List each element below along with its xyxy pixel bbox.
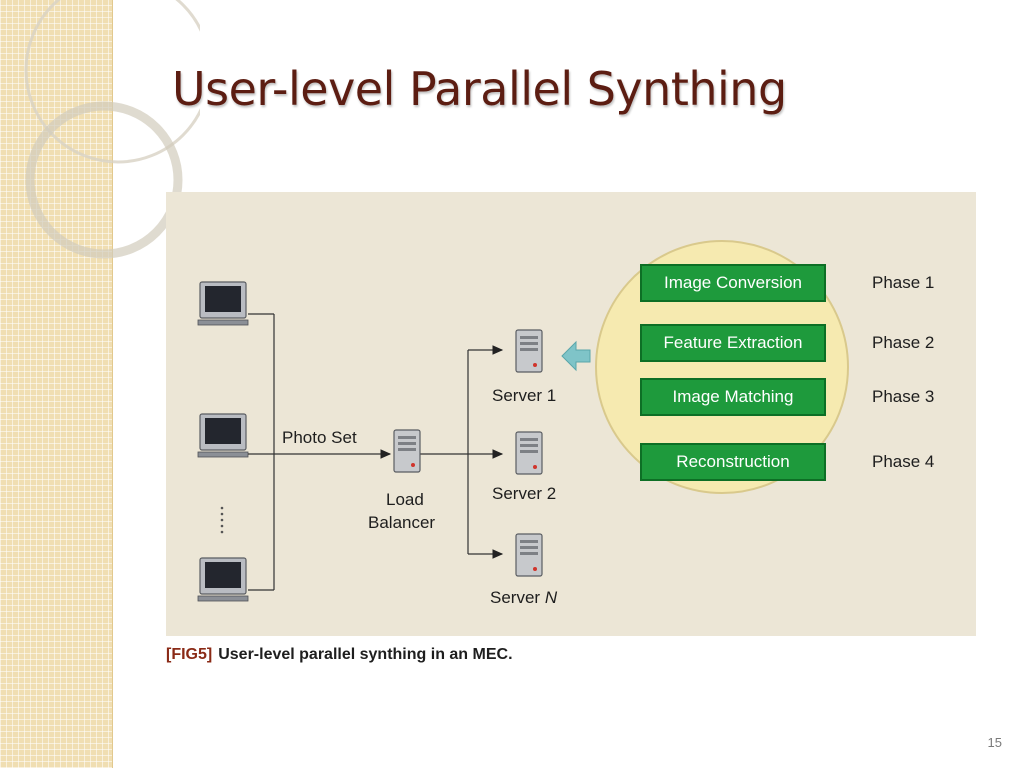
load-balancer-server-icon <box>393 429 421 473</box>
server-n-icon <box>515 533 543 577</box>
diagram-lines <box>197 240 849 602</box>
decorative-circles <box>24 0 200 259</box>
caption-tag: [FIG5] <box>166 646 213 663</box>
server-n-label-prefix: Server <box>490 588 541 607</box>
server-1-icon <box>515 329 543 373</box>
vertical-ellipsis-icon <box>220 506 224 534</box>
server-n-label-suffix: N <box>544 588 558 607</box>
phase-label-1: Phase 1 <box>872 273 935 292</box>
client-monitor-icon <box>197 557 249 602</box>
page-title: User-level Parallel Synthing <box>172 62 787 116</box>
photo-set-label: Photo Set <box>282 428 357 447</box>
figure-diagram: Photo Set Load Balancer Server 1 Server … <box>166 192 976 636</box>
phase-box-reconstruction: Reconstruction <box>640 443 826 481</box>
phase-circle <box>595 240 849 494</box>
caption-text: User-level parallel synthing in an MEC. <box>218 646 513 663</box>
client-monitor-icon <box>197 281 249 326</box>
phase-label-4: Phase 4 <box>872 452 935 471</box>
server-2-icon <box>515 431 543 475</box>
load-balancer-label-line2: Balancer <box>368 513 436 532</box>
server-2-label: Server 2 <box>492 484 557 503</box>
phase-box-image-matching: Image Matching <box>640 378 826 416</box>
load-balancer-label-line1: Load <box>386 490 424 509</box>
client-monitor-icon <box>197 413 249 458</box>
phase-label-3: Phase 3 <box>872 387 935 406</box>
server-n-label: Server N <box>490 588 557 608</box>
server-1-label: Server 1 <box>492 386 557 405</box>
phase-label-2: Phase 2 <box>872 333 935 352</box>
page-number: 15 <box>987 735 1002 750</box>
figure-caption: [FIG5] User-level parallel synthing in an… <box>166 646 513 664</box>
arrow-left-icon <box>561 340 591 372</box>
phase-box-feature-extraction: Feature Extraction <box>640 324 826 362</box>
phase-box-image-conversion: Image Conversion <box>640 264 826 302</box>
